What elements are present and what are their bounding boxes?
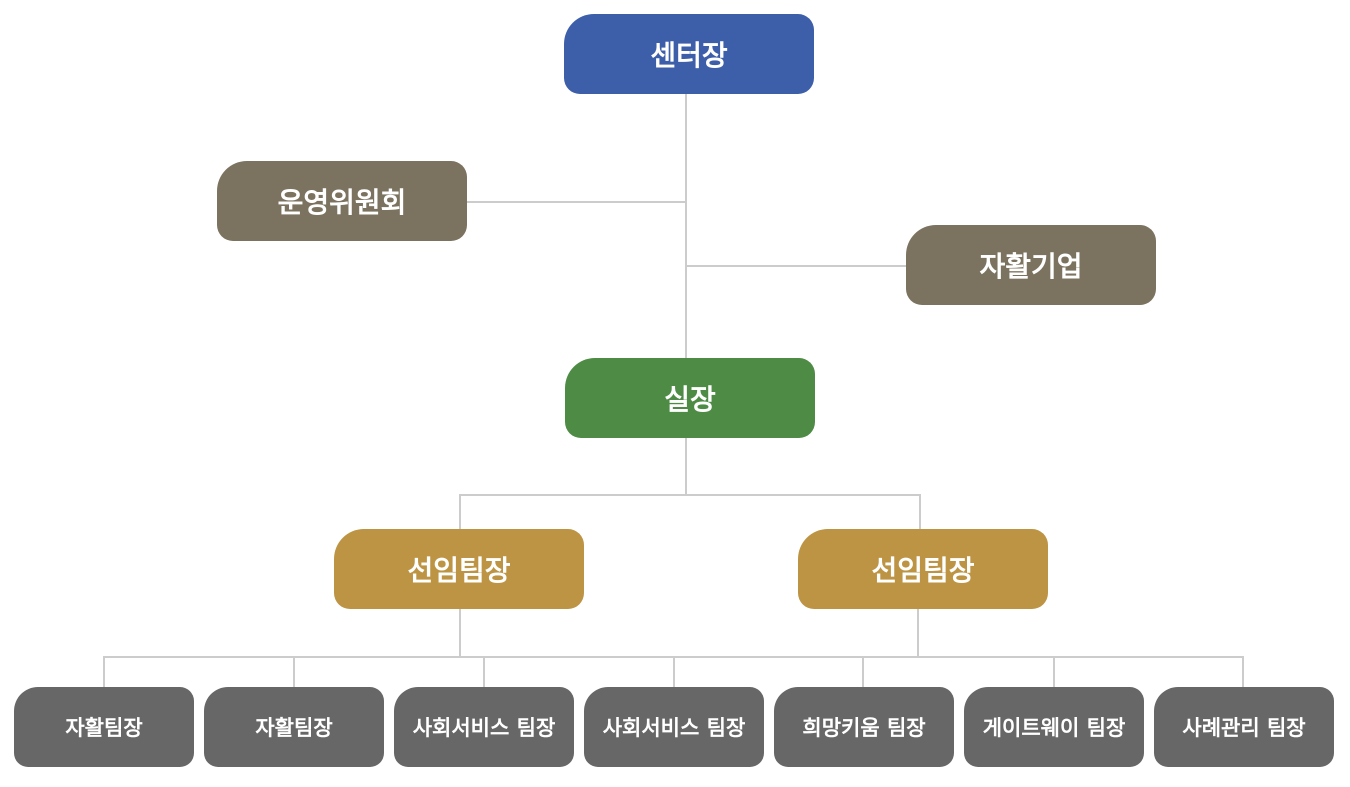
connector-enterprise [686,265,906,267]
connector-senior-right-drop [919,494,921,529]
team-node: 사례관리 팀장 [1154,687,1334,767]
team-node: 사회서비스 팀장 [394,687,574,767]
connector-senior-right-down [917,609,919,657]
connector-committee [467,201,686,203]
senior-lead-node: 선임팀장 [334,529,584,609]
chief-node: 실장 [565,358,815,438]
connector-senior-bar [459,494,921,496]
connector-team-drop-7 [1242,656,1244,687]
team-node: 게이트웨이 팀장 [964,687,1144,767]
connector-team-drop-3 [483,656,485,687]
connector-senior-left-down [459,609,461,657]
connector-team-drop-5 [862,656,864,687]
connector-team-drop-6 [1053,656,1055,687]
enterprise-node: 자활기업 [906,225,1156,305]
connector-team-drop-4 [673,656,675,687]
committee-node: 운영위원회 [217,161,467,241]
team-node: 자활팀장 [14,687,194,767]
senior-lead-node: 선임팀장 [798,529,1048,609]
connector-chief-down [685,438,687,495]
team-node: 자활팀장 [204,687,384,767]
connector-team-drop-2 [293,656,295,687]
connector-senior-left-drop [459,494,461,529]
director-node: 센터장 [564,14,814,94]
connector-director-chief [685,94,687,358]
team-node: 희망키움 팀장 [774,687,954,767]
connector-team-drop-1 [103,656,105,687]
team-node: 사회서비스 팀장 [584,687,764,767]
